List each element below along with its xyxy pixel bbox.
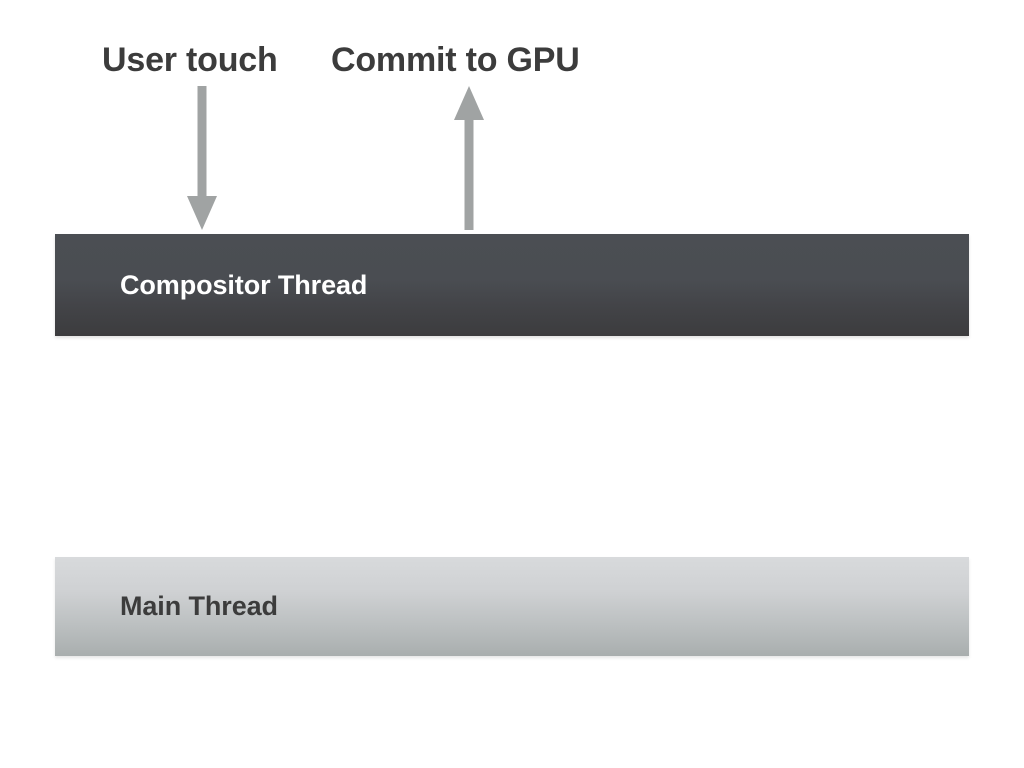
thread-bar-main-thread: Main Thread	[55, 557, 969, 656]
thread-label-compositor-thread: Compositor Thread	[120, 269, 368, 300]
annotation-label-commit-to-gpu: Commit to GPU	[331, 41, 580, 79]
annotation-label-user-touch: User touch	[102, 41, 278, 79]
thread-label-main-thread: Main Thread	[120, 591, 278, 621]
arrow-down-icon-user-touch	[187, 86, 217, 230]
arrow-up-icon-commit-to-gpu	[454, 86, 484, 230]
thread-bar-compositor-thread: Compositor Thread	[55, 234, 969, 336]
